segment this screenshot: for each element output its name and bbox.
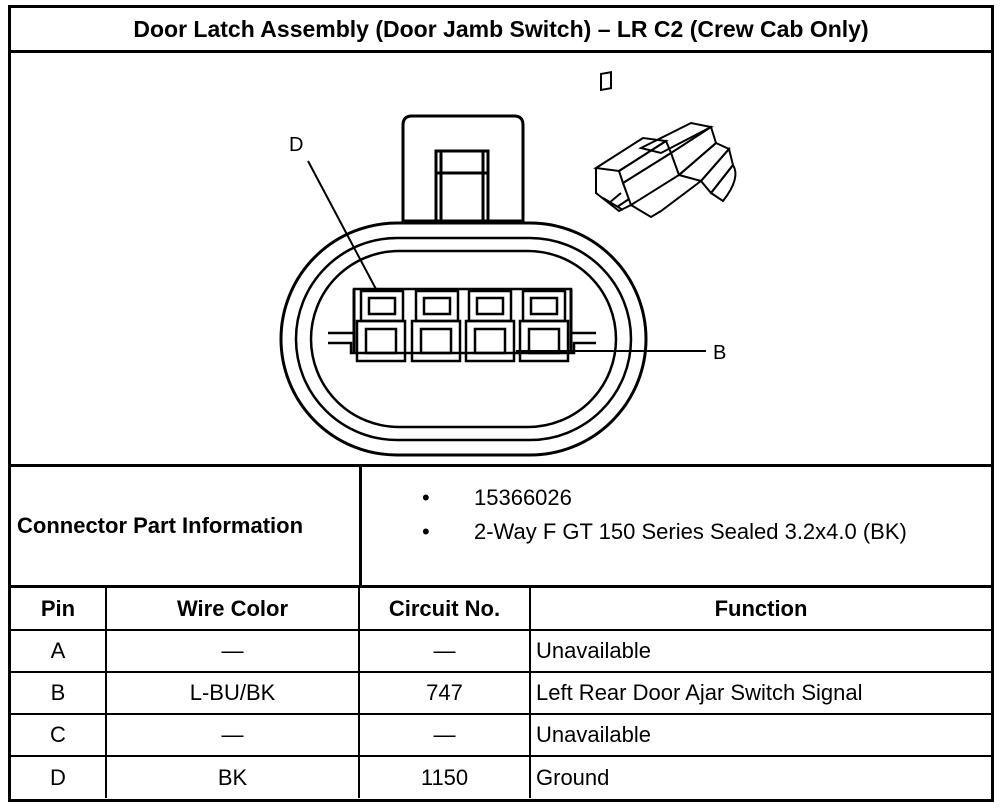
pin-label-d: D [289,134,303,156]
bullet-icon: • [422,485,430,510]
header-pin: Pin [11,588,107,631]
wire-color-cell: BK [105,755,360,798]
connector-info-label: Connector Part Information [11,467,362,585]
cavity-top-1 [359,289,405,323]
circuit-cell: — [358,629,531,673]
wire-color-cell: — [105,713,360,757]
wire-color-cell: L-BU/BK [105,671,360,715]
connector-sheet: Door Latch Assembly (Door Jamb Switch) –… [8,5,994,802]
pin-cell: D [11,755,107,798]
cavity-bottom-2 [410,319,462,363]
cavity-bottom-4 [518,319,570,363]
table-row: A — — Unavailable [11,629,991,673]
function-cell: Ground [529,755,991,798]
connector-face-drawing: D B [279,71,737,457]
pin-label-b: B [713,342,726,364]
pin-cell: B [11,671,107,715]
pin-cell: A [11,629,107,673]
function-cell: Unavailable [529,713,991,757]
pin-table-header: Pin Wire Color Circuit No. Function [11,588,991,631]
header-function: Function [529,588,991,631]
header-circuit-no: Circuit No. [358,588,531,631]
connector-part-info: Connector Part Information • 15366026 • … [11,467,991,588]
housing-outer [279,221,648,457]
leader-line-d [307,160,378,292]
function-cell: Left Rear Door Ajar Switch Signal [529,671,991,715]
connector-description: 2-Way F GT 150 Series Sealed 3.2x4.0 (BK… [474,519,907,544]
bullet-icon: • [422,519,430,544]
pin-table: Pin Wire Color Circuit No. Function A — … [11,588,991,798]
pin-cell: C [11,713,107,757]
circuit-cell: 1150 [358,755,531,798]
terminal-cavities [355,289,570,363]
connector-info-item: • 15366026 [362,481,991,515]
cavity-bottom-1 [355,319,407,363]
circuit-cell: — [358,713,531,757]
connector-diagram: D B [11,53,991,467]
function-cell: Unavailable [529,629,991,673]
cavity-top-2 [414,289,460,323]
header-wire-color: Wire Color [105,588,360,631]
cavity-bottom-3 [464,319,516,363]
page-title: Door Latch Assembly (Door Jamb Switch) –… [11,8,991,53]
connector-iso-view [593,71,737,219]
connector-info-list: • 15366026 • 2-Way F GT 150 Series Seale… [362,467,991,599]
wire-color-cell: — [105,629,360,673]
connector-info-item: • 2-Way F GT 150 Series Sealed 3.2x4.0 (… [362,515,991,549]
cavity-top-4 [521,289,567,323]
locking-tab [401,114,525,223]
cavity-top-3 [467,289,513,323]
table-row: D BK 1150 Ground [11,755,991,798]
table-row: C — — Unavailable [11,713,991,757]
cavity-block [328,287,596,335]
circuit-cell: 747 [358,671,531,715]
part-number: 15366026 [474,485,572,510]
table-row: B L-BU/BK 747 Left Rear Door Ajar Switch… [11,671,991,715]
